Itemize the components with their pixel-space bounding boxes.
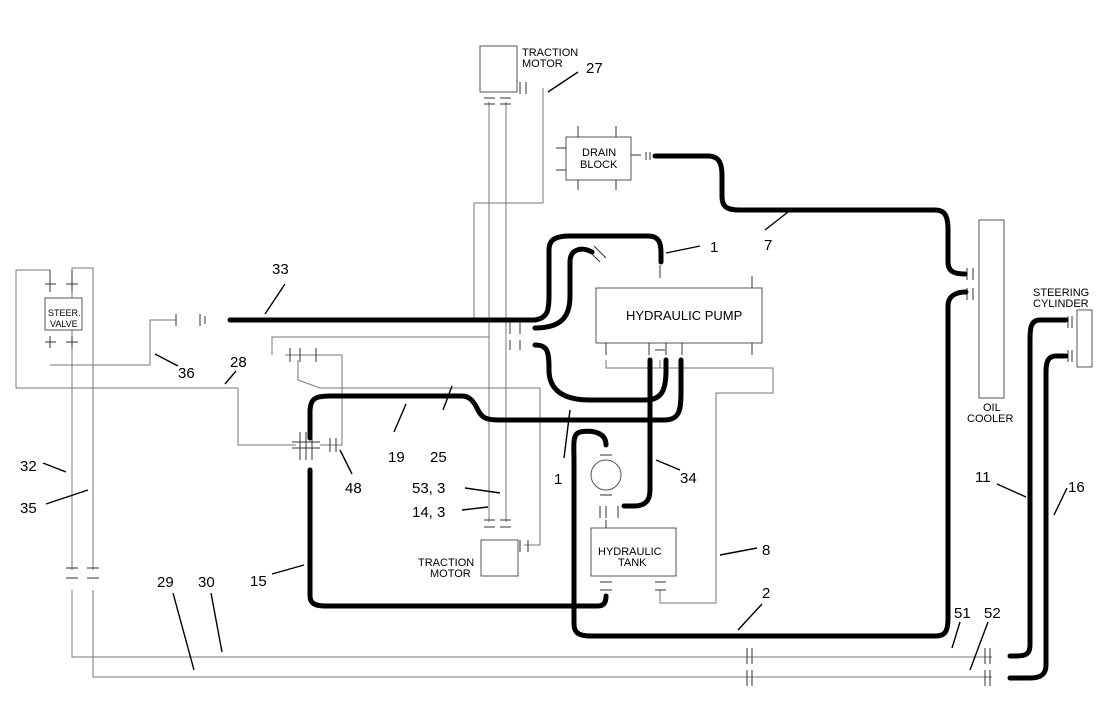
hydraulic-pump-box — [595, 287, 763, 344]
hydraulic-tank-box — [590, 527, 677, 577]
drain-block-label: DRAIN — [582, 147, 616, 159]
traction-motor-top-label: TRACTION — [522, 47, 578, 59]
callout-29: 29 — [157, 574, 174, 591]
callout-51: 51 — [954, 605, 971, 622]
callout-27: 27 — [586, 60, 603, 77]
callout-33: 33 — [272, 261, 289, 278]
callout-7: 7 — [764, 237, 772, 254]
hydraulic-tank-label-2: TANK — [618, 557, 647, 569]
callout-25: 25 — [430, 449, 447, 466]
callout-1-top: 1 — [710, 239, 718, 256]
callout-11: 11 — [975, 469, 991, 486]
component-boxes — [44, 45, 1093, 577]
steer-valve-label: STEER. — [48, 308, 81, 318]
traction-motor-top-box — [479, 45, 518, 93]
hydraulic-pump-label: HYDRAULIC PUMP — [626, 308, 742, 323]
callout-15: 15 — [250, 573, 267, 590]
tank-filter-circle — [590, 459, 622, 491]
traction-motor-bottom-label-2: MOTOR — [430, 568, 471, 580]
traction-motor-bottom-box — [480, 539, 519, 577]
thin-lines — [15, 88, 992, 678]
leaders — [42, 71, 1068, 671]
steering-cylinder-label: STEERING — [1033, 287, 1089, 299]
steering-cylinder-label-2: CYLINDER — [1033, 298, 1089, 310]
drain-block-box — [565, 136, 632, 181]
callout-28: 28 — [230, 354, 247, 371]
traction-motor-top-label-2: MOTOR — [522, 58, 563, 70]
oil-cooler-label: OIL — [983, 402, 1001, 414]
callout-1-mid: 1 — [554, 471, 562, 488]
callout-8: 8 — [762, 542, 770, 559]
callout-48: 48 — [345, 480, 362, 497]
steer-valve-box — [44, 297, 83, 331]
callout-35: 35 — [20, 500, 37, 517]
callout-19: 19 — [388, 449, 405, 466]
fittings — [45, 82, 1073, 686]
callout-53-3: 53, 3 — [412, 480, 445, 497]
oil-cooler-box — [978, 219, 1005, 399]
drain-block-label-2: BLOCK — [580, 159, 618, 171]
callout-36: 36 — [178, 365, 195, 382]
callout-14-3: 14, 3 — [412, 504, 445, 521]
steer-valve-label-2: VALVE — [50, 319, 78, 329]
callout-numbers: 27 7 1 33 36 28 25 19 1 34 48 53, 3 14, … — [20, 60, 1085, 622]
steering-cylinder-box — [1076, 309, 1093, 368]
hoses — [227, 153, 1069, 681]
callout-34: 34 — [680, 470, 697, 487]
callout-16: 16 — [1068, 479, 1085, 496]
callout-2: 2 — [762, 585, 770, 602]
callout-32: 32 — [20, 458, 37, 475]
callout-52: 52 — [984, 605, 1001, 622]
traction-motor-bottom-label: TRACTION — [418, 557, 474, 569]
hydraulic-tank-label: HYDRAULIC — [598, 546, 662, 558]
callout-30: 30 — [198, 574, 215, 591]
oil-cooler-label-2: COOLER — [967, 413, 1014, 425]
component-labels: TRACTION MOTOR DRAIN BLOCK HYDRAULIC PUM… — [48, 47, 1089, 580]
